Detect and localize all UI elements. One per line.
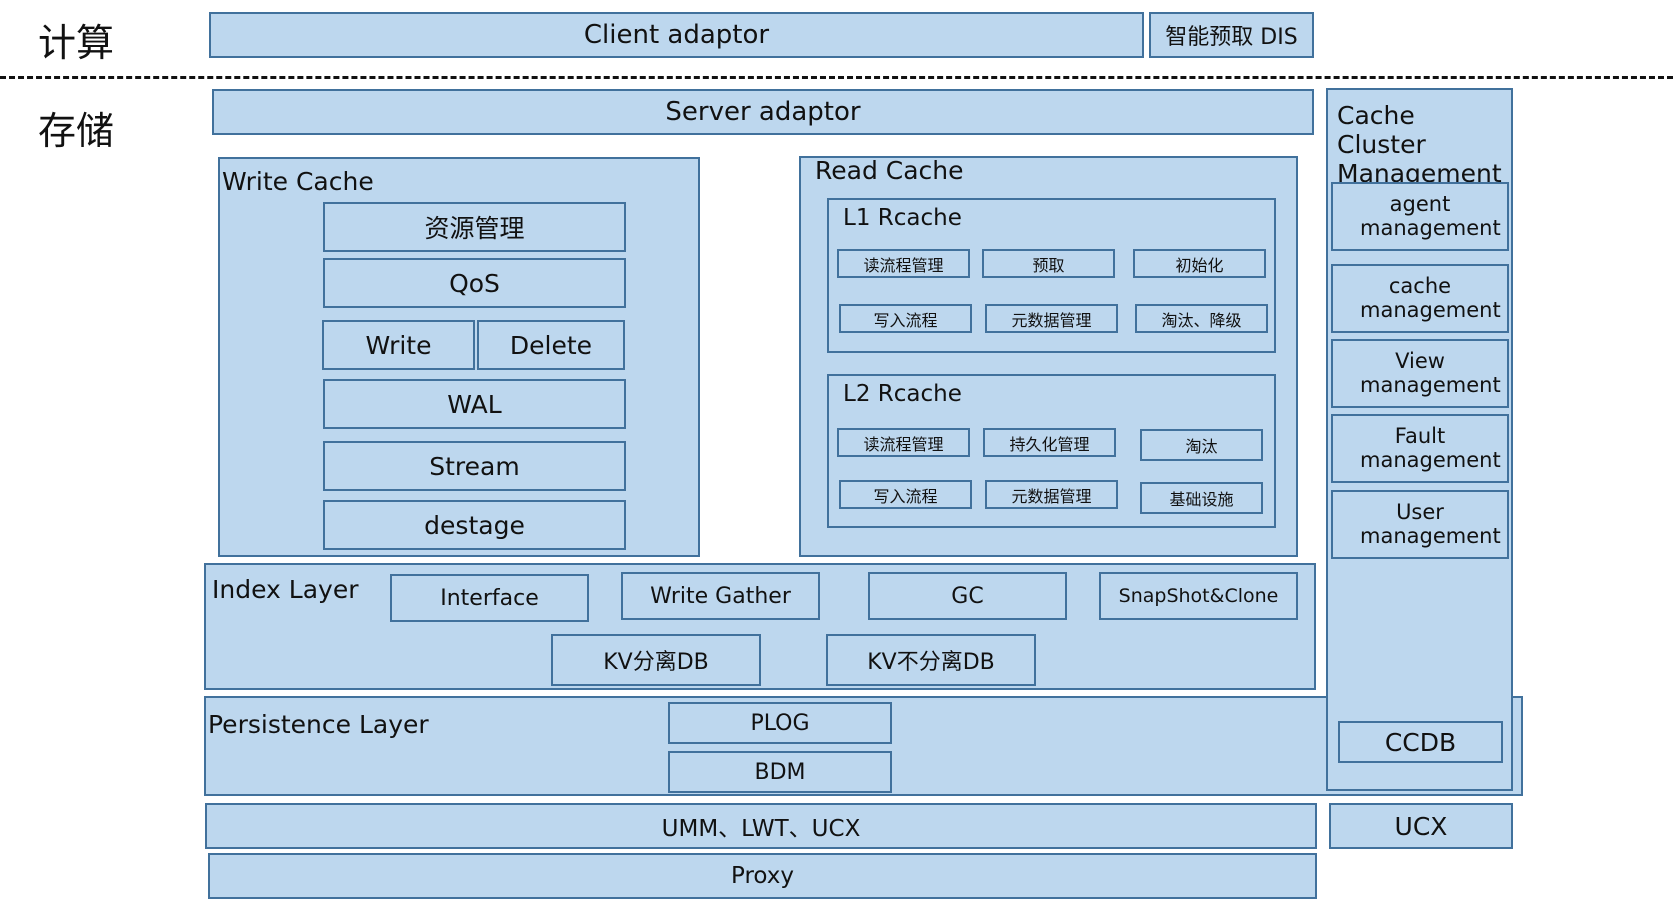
write-cache-write: Write [322, 320, 475, 370]
ucx-box: UCX [1329, 803, 1513, 849]
l1-rcache-title: L1 Rcache [843, 205, 962, 231]
bdm-label: BDM [754, 759, 806, 785]
l2-rcache-title: L2 Rcache [843, 381, 962, 407]
ccm-fault-mgmt-label: Fault management [1360, 424, 1501, 472]
index-kv-non-separated-db-label: KV不分离DB [867, 650, 995, 675]
index-snapshot-clone: SnapShot&Clone [1099, 572, 1298, 620]
write-cache-qos: QoS [323, 258, 626, 308]
index-interface-label: Interface [440, 585, 539, 611]
storage-label: 存储 [38, 109, 115, 153]
l2-metadata-mgmt-label: 元数据管理 [1011, 486, 1092, 506]
l1-evict-demote-label: 淘汰、降级 [1161, 310, 1242, 330]
write-cache-resource-mgmt-label: 资源管理 [424, 214, 525, 243]
ccdb-label: CCDB [1384, 727, 1457, 757]
bdm-box: BDM [668, 751, 892, 793]
write-cache-write-label: Write [365, 330, 432, 360]
write-cache-title: Write Cache [222, 167, 374, 196]
index-kv-separated-db: KV分离DB [551, 634, 761, 686]
umm-lwt-ucx-label: UMM、LWT、UCX [661, 816, 861, 842]
write-cache-wal-label: WAL [447, 389, 502, 419]
ccm-title: Cache Cluster Management [1337, 101, 1502, 188]
ccdb-box: CCDB [1338, 721, 1503, 763]
l1-write-flow: 写入流程 [839, 304, 972, 333]
plog-label: PLOG [750, 710, 810, 736]
l2-evict: 淘汰 [1140, 429, 1263, 461]
index-gc: GC [868, 572, 1067, 620]
plog-box: PLOG [668, 702, 892, 744]
index-interface: Interface [390, 574, 589, 622]
l1-init-label: 初始化 [1175, 255, 1224, 275]
index-gc-label: GC [951, 583, 984, 609]
proxy-label: Proxy [730, 863, 794, 889]
dis-label: 智能预取 DIS [1165, 25, 1298, 50]
ccm-cache-mgmt-label: cache management [1360, 274, 1501, 322]
l2-write-flow-label: 写入流程 [873, 486, 938, 506]
l1-write-flow-label: 写入流程 [873, 310, 938, 330]
ucx-label: UCX [1394, 811, 1448, 841]
dis-box: 智能预取 DIS [1149, 12, 1314, 58]
index-write-gather-label: Write Gather [650, 583, 791, 609]
server-adaptor-box: Server adaptor [212, 89, 1314, 135]
ccm-user-mgmt: User management [1331, 490, 1509, 559]
server-adaptor-label: Server adaptor [665, 97, 861, 127]
l2-persist-mgmt: 持久化管理 [983, 428, 1116, 457]
ccm-view-mgmt: View management [1331, 339, 1509, 408]
l2-write-flow: 写入流程 [839, 480, 972, 509]
l2-infrastructure-label: 基础设施 [1169, 490, 1234, 509]
ccm-view-mgmt-label: View management [1360, 349, 1501, 397]
l1-metadata-mgmt-label: 元数据管理 [1011, 310, 1092, 330]
write-cache-wal: WAL [323, 379, 626, 429]
l1-evict-demote: 淘汰、降级 [1135, 304, 1268, 333]
index-kv-separated-db-label: KV分离DB [603, 650, 709, 675]
proxy-box: Proxy [208, 853, 1317, 899]
write-cache-delete-label: Delete [509, 330, 593, 360]
index-write-gather: Write Gather [621, 572, 820, 620]
write-cache-delete: Delete [477, 320, 625, 370]
l2-evict-label: 淘汰 [1185, 437, 1218, 456]
ccm-agent-mgmt: agent management [1331, 182, 1509, 251]
client-adaptor-box: Client adaptor [209, 12, 1144, 58]
write-cache-stream: Stream [323, 441, 626, 491]
ccm-cache-mgmt: cache management [1331, 264, 1509, 333]
compute-storage-divider [0, 76, 1673, 79]
write-cache-resource-mgmt: 资源管理 [323, 202, 626, 252]
l2-infrastructure: 基础设施 [1140, 482, 1263, 514]
write-cache-destage: destage [323, 500, 626, 550]
index-snapshot-clone-label: SnapShot&Clone [1118, 585, 1279, 607]
l2-read-flow-mgmt-label: 读流程管理 [863, 434, 944, 454]
l1-init: 初始化 [1133, 249, 1266, 278]
l2-read-flow-mgmt: 读流程管理 [837, 428, 970, 457]
ccm-fault-mgmt: Fault management [1331, 414, 1509, 483]
ccm-agent-mgmt-label: agent management [1360, 192, 1501, 240]
write-cache-qos-label: QoS [449, 268, 500, 298]
l2-persist-mgmt-label: 持久化管理 [1009, 434, 1090, 454]
index-kv-non-separated-db: KV不分离DB [826, 634, 1036, 686]
l1-prefetch-label: 预取 [1032, 255, 1065, 275]
index-layer-title: Index Layer [212, 575, 359, 604]
l1-read-flow-mgmt: 读流程管理 [837, 249, 970, 278]
ccm-user-mgmt-label: User management [1360, 500, 1501, 548]
write-cache-stream-label: Stream [429, 451, 520, 481]
write-cache-destage-label: destage [424, 510, 525, 540]
persistence-layer-title: Persistence Layer [208, 710, 429, 739]
umm-lwt-ucx-box: UMM、LWT、UCX [205, 803, 1317, 849]
l1-metadata-mgmt: 元数据管理 [985, 304, 1118, 333]
compute-label: 计算 [38, 21, 115, 65]
l2-metadata-mgmt: 元数据管理 [985, 480, 1118, 509]
l1-prefetch: 预取 [982, 249, 1115, 278]
l1-read-flow-mgmt-label: 读流程管理 [863, 255, 944, 275]
read-cache-title: Read Cache [815, 156, 964, 185]
client-adaptor-label: Client adaptor [583, 20, 770, 50]
